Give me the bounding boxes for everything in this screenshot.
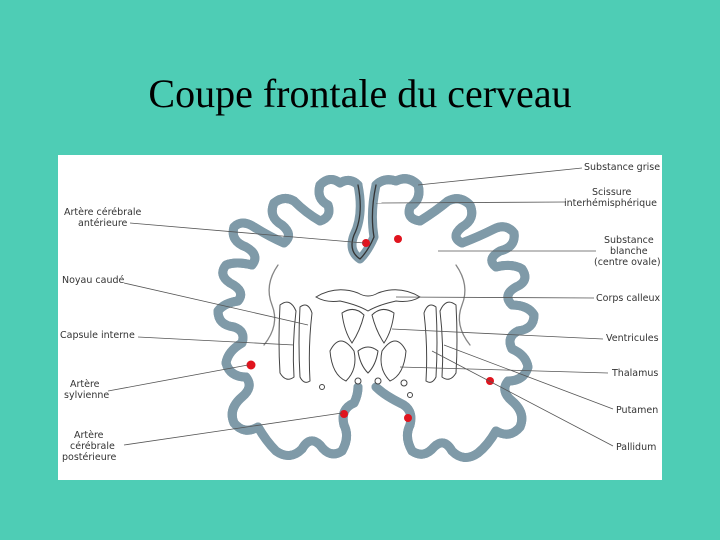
label-artere-cerebrale-anterieure: Artère cérébrale antérieure xyxy=(64,207,144,229)
label-capsule-interne: Capsule interne xyxy=(60,330,135,341)
corpus-callosum xyxy=(316,290,420,311)
caudate-putamen-right xyxy=(424,302,457,382)
artery-dot xyxy=(404,414,412,422)
label-artere-sylvienne: Artère sylvienne xyxy=(64,379,109,401)
label-artere-cerebrale-posterieure: Artère cérébrale postérieure xyxy=(62,430,118,463)
labels-left: Artère cérébrale antérieure Noyau caudé … xyxy=(60,207,144,463)
brain-diagram-svg: Artère cérébrale antérieure Noyau caudé … xyxy=(58,155,662,480)
label-putamen: Putamen xyxy=(616,405,658,416)
caudate-putamen-left xyxy=(279,302,312,382)
interhemispheric-fissure xyxy=(352,185,376,259)
label-corps-calleux: Corps calleux xyxy=(596,293,661,304)
slide-title: Coupe frontale du cerveau xyxy=(0,70,720,117)
labels-right: Substance grise Scissure interhémisphéri… xyxy=(564,162,661,453)
label-pallidum: Pallidum xyxy=(616,442,656,453)
label-substance-grise: Substance grise xyxy=(584,162,660,173)
label-thalamus: Thalamus xyxy=(611,368,658,379)
brain-diagram: Artère cérébrale antérieure Noyau caudé … xyxy=(58,155,662,480)
small-structures xyxy=(320,378,413,398)
artery-dot xyxy=(340,410,348,418)
label-substance-blanche: Substance blanche (centre ovale) xyxy=(594,235,661,268)
label-noyau-caude: Noyau caudé xyxy=(62,275,124,286)
label-scissure-interhemispherique: Scissure interhémisphérique xyxy=(564,187,657,209)
label-ventricules: Ventricules xyxy=(606,333,659,344)
artery-dot xyxy=(394,235,402,243)
